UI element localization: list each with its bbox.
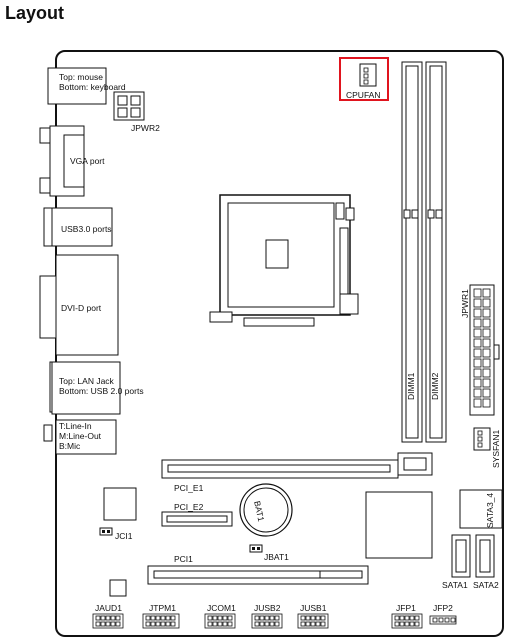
jpwr2-label: JPWR2 — [131, 123, 160, 133]
page-title: Layout — [5, 3, 65, 23]
jaud1-header — [92, 613, 124, 629]
lan-label-bottom: Bottom: USB 2.0 ports — [59, 386, 144, 396]
usb30-port — [43, 207, 53, 247]
ps2-label-top: Top: mouse — [59, 72, 103, 82]
jfp1-header — [391, 613, 423, 629]
sata1-label: SATA1 — [442, 580, 468, 590]
pci-e1-label: PCI_E1 — [174, 483, 204, 493]
southbridge-chip — [365, 491, 433, 559]
jcom1-header — [204, 613, 236, 629]
jusb2-header — [251, 613, 283, 629]
small-chip — [109, 579, 127, 597]
pci1-label: PCI1 — [174, 554, 193, 564]
jpwr1-label: JPWR1 — [460, 289, 470, 318]
audio-jack — [43, 424, 53, 442]
jtpm1-label: JTPM1 — [149, 603, 176, 613]
pci-e2-label: PCI_E2 — [174, 502, 204, 512]
jusb1-header — [297, 613, 329, 629]
jusb2-label: JUSB2 — [254, 603, 281, 613]
jbat1-connector — [249, 544, 263, 553]
cpufan-label: CPUFAN — [346, 90, 381, 100]
audio-label-1: T:Line-In — [59, 421, 92, 431]
chipset — [103, 487, 137, 521]
sata2-label: SATA2 — [473, 580, 499, 590]
jusb1-label: JUSB1 — [300, 603, 327, 613]
audio-label-3: B:Mic — [59, 441, 81, 451]
ps2-label-bottom: Bottom: keyboard — [59, 82, 126, 92]
sata3-4-connector — [459, 489, 503, 529]
dimm2-label: DIMM2 — [430, 372, 440, 400]
jbat1-label: JBAT1 — [264, 552, 289, 562]
jfp1-label: JFP1 — [396, 603, 416, 613]
dvi-port — [39, 275, 57, 339]
sysfan1-label: SYSFAN1 — [491, 429, 501, 468]
cpufan-highlight — [339, 57, 389, 101]
ps2-port — [47, 67, 107, 105]
jci1-label: JCI1 — [115, 531, 133, 541]
dvi-label: DVI-D port — [61, 303, 102, 313]
jci1-connector — [99, 527, 113, 536]
sata3-4-label: SATA3_4 — [485, 492, 495, 528]
lan-label-top: Top: LAN Jack — [59, 376, 114, 386]
jfp2-label: JFP2 — [433, 603, 453, 613]
jcom1-label: JCOM1 — [207, 603, 236, 613]
audio-label-2: M:Line-Out — [59, 431, 102, 441]
vga-label: VGA port — [70, 156, 105, 166]
dimm1-label: DIMM1 — [406, 372, 416, 400]
jaud1-label: JAUD1 — [95, 603, 122, 613]
usb30-label: USB3.0 ports — [61, 224, 112, 234]
